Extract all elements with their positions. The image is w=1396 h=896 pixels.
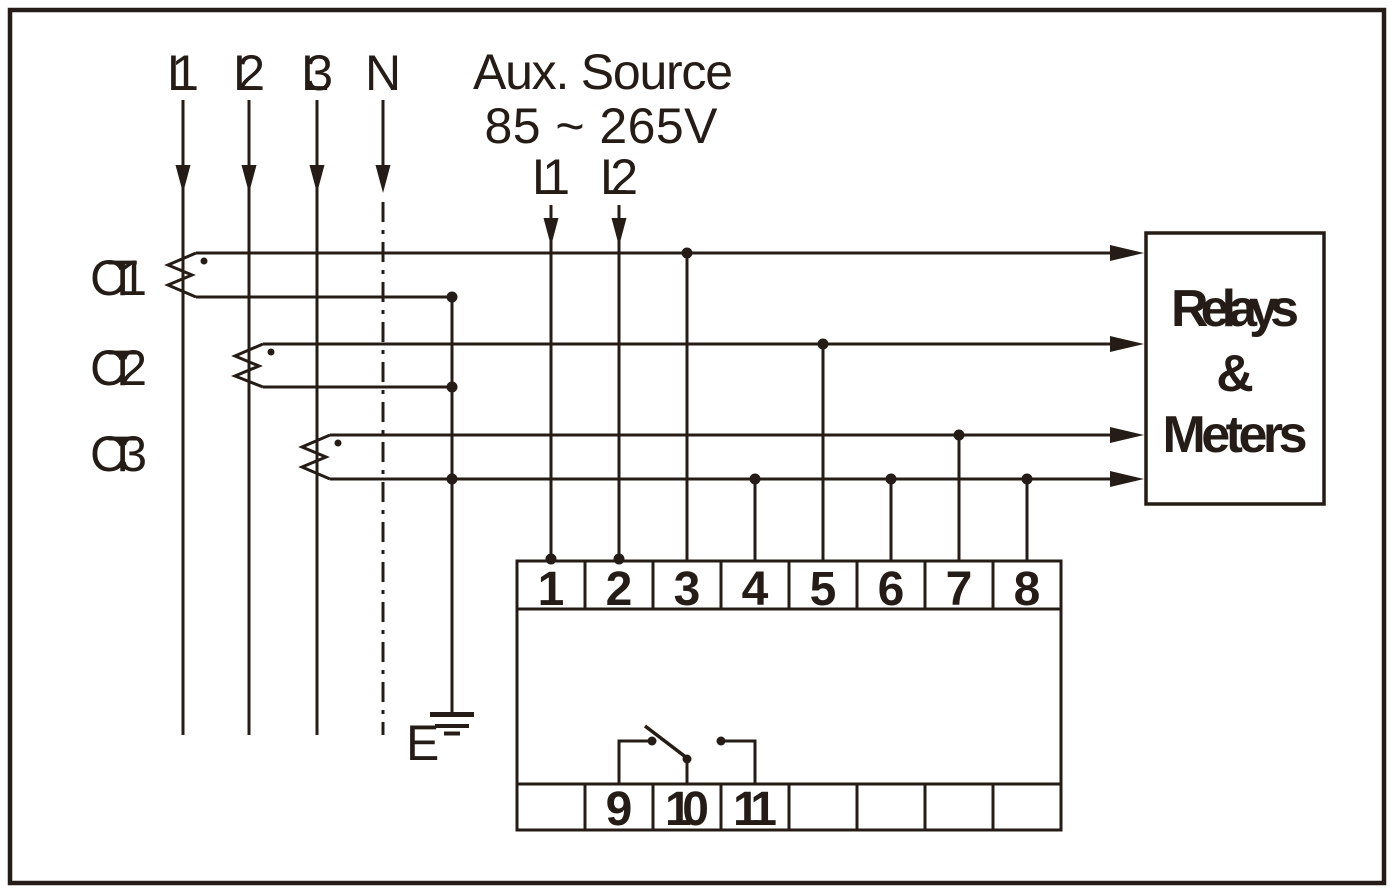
phase-input-lines	[175, 100, 391, 735]
terminal-label-10: 10	[665, 783, 709, 836]
terminal-cell-blank-e	[991, 782, 1063, 832]
junction-dot-t8	[1021, 473, 1033, 485]
terminal-label-1: 1	[538, 563, 565, 616]
ct1-polarity-dot	[200, 257, 208, 265]
device-body	[515, 607, 1063, 786]
terminal-label-11: 11	[733, 783, 777, 836]
earth-ground-icon	[430, 712, 474, 736]
neutral-arrowhead-icon	[375, 165, 391, 193]
ct-label-ct1: CT1	[90, 250, 147, 306]
terminal-cell-3	[651, 559, 723, 611]
terminal-label-4: 4	[742, 563, 769, 616]
diagram-border	[7, 7, 1387, 886]
relay-feed-arrowhead-1-icon	[1110, 245, 1144, 261]
junction-dot-ct1-common	[446, 291, 458, 303]
terminal-label-7: 7	[946, 563, 973, 616]
relay-feed-arrowhead-4-icon	[1110, 471, 1144, 487]
terminal-label-6: 6	[878, 563, 905, 616]
terminal-cell-8	[991, 559, 1063, 611]
junction-dot-t6	[885, 473, 897, 485]
ct-label-ct2: CT2	[90, 340, 147, 396]
phase-label-l2: L2	[233, 45, 265, 101]
neutral-label: N	[365, 45, 401, 101]
aux-source-title: Aux. Source	[473, 44, 733, 100]
terminal-riser-wires	[685, 253, 1029, 561]
aux-source-lines	[543, 205, 627, 561]
earth-label: E	[406, 715, 439, 771]
ct2-winding-icon	[231, 342, 264, 389]
terminal-row-top: 1 2 3 4 5 6 7 8	[515, 559, 1063, 616]
relay-pivot-10-dot	[682, 754, 692, 764]
junction-dot-t4	[749, 473, 761, 485]
junction-dot-ct2-common	[446, 381, 458, 393]
junction-dot-ct3-common	[446, 473, 458, 485]
phase-l1-arrowhead-icon	[175, 165, 191, 193]
junction-dots	[446, 247, 1033, 565]
relays-meters-box: Relays & Meters	[1144, 231, 1326, 506]
aux-line-label-l2: L2	[600, 149, 638, 205]
relays-meters-line-1: Relays	[1171, 280, 1299, 338]
phase-label-l3: L3	[301, 45, 333, 101]
terminal-cell-blank-c	[855, 782, 927, 832]
terminal-label-8: 8	[1014, 563, 1041, 616]
terminal-cell-blank-d	[923, 782, 995, 832]
terminal-cell-4	[719, 559, 791, 611]
aux-l2-arrowhead-icon	[611, 218, 627, 246]
earth-ground-branch	[430, 297, 474, 736]
phase-l3-arrowhead-icon	[309, 165, 325, 193]
junction-dot-t1	[545, 553, 557, 565]
relay-contact-11-lead	[721, 739, 757, 784]
aux-voltage-range: 85 ~ 265V	[485, 98, 719, 154]
terminal-cell-1	[515, 559, 587, 611]
relay-contact-icon	[617, 724, 757, 784]
terminal-label-5: 5	[810, 563, 837, 616]
terminal-cell-blank-a	[515, 782, 587, 832]
relay-feed-arrowhead-3-icon	[1110, 427, 1144, 443]
phase-label-l1: L1	[167, 45, 199, 101]
terminal-block: 1 2 3 4 5 6 7 8 9 10 11	[515, 559, 1063, 836]
terminal-cell-2	[583, 559, 655, 611]
relays-meters-line-2: &	[1216, 345, 1254, 403]
terminal-label-3: 3	[674, 563, 701, 616]
aux-line-label-l1: L1	[532, 149, 570, 205]
terminal-cell-blank-b	[787, 782, 859, 832]
junction-dot-t3	[681, 247, 693, 259]
relay-blade	[643, 724, 689, 760]
ct1-winding-icon	[164, 251, 197, 299]
ct-symbols	[164, 251, 342, 481]
aux-l1-arrowhead-icon	[543, 218, 559, 246]
terminal-cell-5	[787, 559, 859, 611]
phase-l2-arrowhead-icon	[241, 165, 257, 193]
terminal-label-9: 9	[606, 783, 633, 836]
ct3-winding-icon	[298, 433, 331, 481]
junction-dot-t7	[953, 429, 965, 441]
relay-contact-9-lead	[617, 739, 648, 784]
relay-contact-9-dot	[647, 736, 657, 746]
diagram-labels: L1 L2 L3 N Aux. Source 85 ~ 265V L1 L2 C…	[90, 44, 733, 771]
junction-dot-t5	[817, 338, 829, 350]
ct-output-wires	[196, 245, 1144, 487]
ct-label-ct3: CT3	[90, 426, 147, 482]
relay-feed-arrowhead-2-icon	[1110, 336, 1144, 352]
terminal-row-bottom: 9 10 11	[515, 782, 1063, 836]
relays-meters-outline	[1144, 231, 1326, 506]
ct2-polarity-dot	[267, 348, 275, 356]
junction-dot-t2	[613, 553, 625, 565]
ct3-polarity-dot	[334, 439, 342, 447]
relays-meters-line-3: Meters	[1163, 406, 1308, 464]
terminal-label-2: 2	[606, 563, 633, 616]
